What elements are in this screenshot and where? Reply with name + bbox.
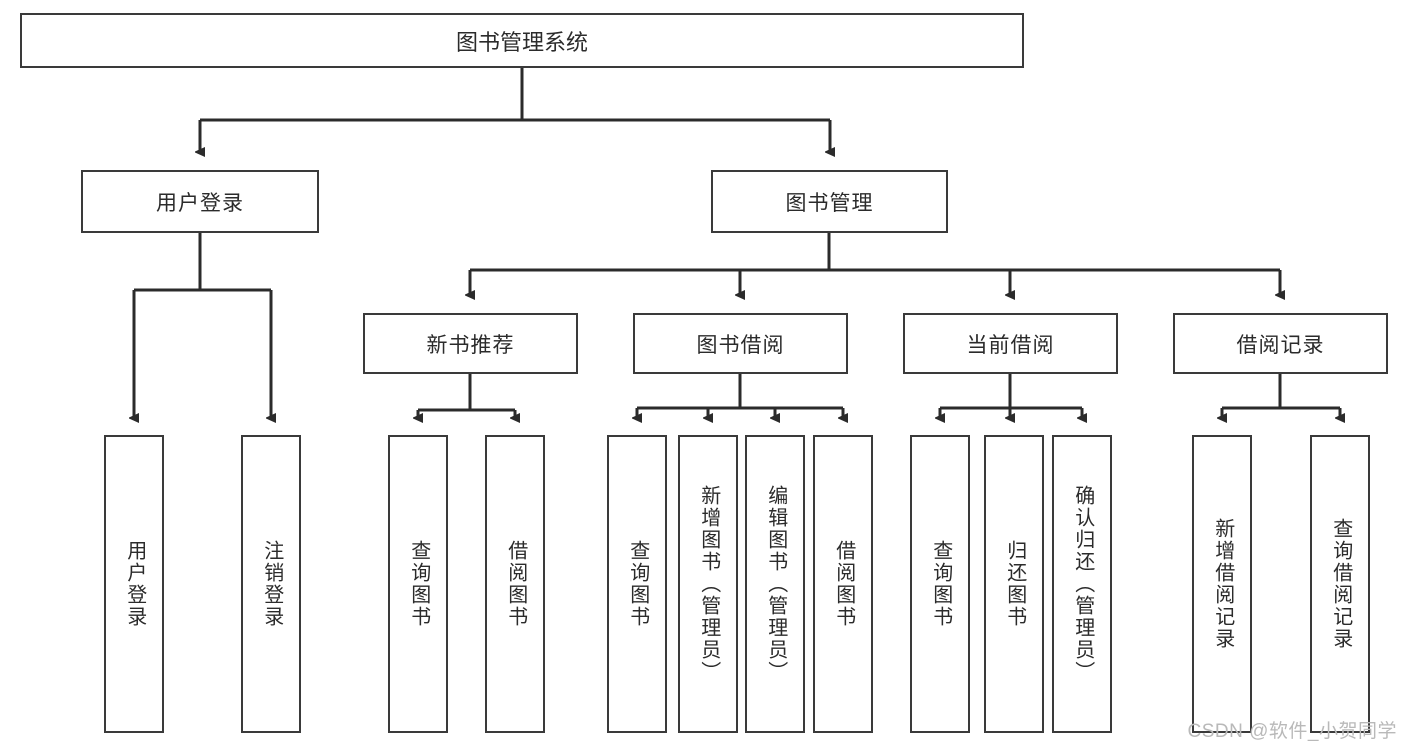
leaf-borrow-book-rec-label: 借阅图书 xyxy=(504,540,527,628)
leaf-confirm-return[interactable]: 确认归还（管理员） xyxy=(1052,435,1112,733)
leaf-borrow-book-rec[interactable]: 借阅图书 xyxy=(485,435,545,733)
leaf-logout-label: 注销登录 xyxy=(260,540,283,628)
leaf-user-login[interactable]: 用户登录 xyxy=(104,435,164,733)
leaf-add-record-label: 新增借阅记录 xyxy=(1211,518,1234,650)
leaf-confirm-return-label: 确认归还（管理员） xyxy=(1071,485,1094,683)
node-book-borrow[interactable]: 图书借阅 xyxy=(633,313,848,374)
leaf-edit-book-label: 编辑图书（管理员） xyxy=(764,485,787,683)
node-book-manage-label: 图书管理 xyxy=(785,191,874,215)
node-new-book-rec-label: 新书推荐 xyxy=(426,333,515,357)
leaf-add-record[interactable]: 新增借阅记录 xyxy=(1192,435,1252,733)
leaf-query-book-borrow[interactable]: 查询图书 xyxy=(607,435,667,733)
leaf-add-book-label: 新增图书（管理员） xyxy=(697,485,720,683)
node-current-borrow-label: 当前借阅 xyxy=(966,333,1055,357)
leaf-edit-book[interactable]: 编辑图书（管理员） xyxy=(745,435,805,733)
leaf-query-book-cur-label: 查询图书 xyxy=(929,540,952,628)
leaf-borrow-book[interactable]: 借阅图书 xyxy=(813,435,873,733)
leaf-query-book-cur[interactable]: 查询图书 xyxy=(910,435,970,733)
node-book-borrow-label: 图书借阅 xyxy=(696,333,785,357)
leaf-user-login-label: 用户登录 xyxy=(123,540,146,628)
leaf-return-book[interactable]: 归还图书 xyxy=(984,435,1044,733)
node-borrow-record[interactable]: 借阅记录 xyxy=(1173,313,1388,374)
leaf-return-book-label: 归还图书 xyxy=(1003,540,1026,628)
leaf-query-book-borrow-label: 查询图书 xyxy=(626,540,649,628)
leaf-borrow-book-label: 借阅图书 xyxy=(832,540,855,628)
node-current-borrow[interactable]: 当前借阅 xyxy=(903,313,1118,374)
leaf-query-record[interactable]: 查询借阅记录 xyxy=(1310,435,1370,733)
node-user-login[interactable]: 用户登录 xyxy=(81,170,319,233)
watermark-text: CSDN @软件_小贺同学 xyxy=(1187,721,1397,742)
leaf-logout[interactable]: 注销登录 xyxy=(241,435,301,733)
node-user-login-label: 用户登录 xyxy=(156,191,244,215)
node-new-book-rec[interactable]: 新书推荐 xyxy=(363,313,578,374)
leaf-query-book-rec[interactable]: 查询图书 xyxy=(388,435,448,733)
leaf-query-record-label: 查询借阅记录 xyxy=(1329,518,1352,650)
node-root[interactable]: 图书管理系统 xyxy=(20,13,1024,68)
node-borrow-record-label: 借阅记录 xyxy=(1236,333,1325,357)
node-book-manage[interactable]: 图书管理 xyxy=(711,170,948,233)
leaf-query-book-rec-label: 查询图书 xyxy=(407,540,430,628)
leaf-add-book[interactable]: 新增图书（管理员） xyxy=(678,435,738,733)
node-root-label: 图书管理系统 xyxy=(455,29,588,55)
